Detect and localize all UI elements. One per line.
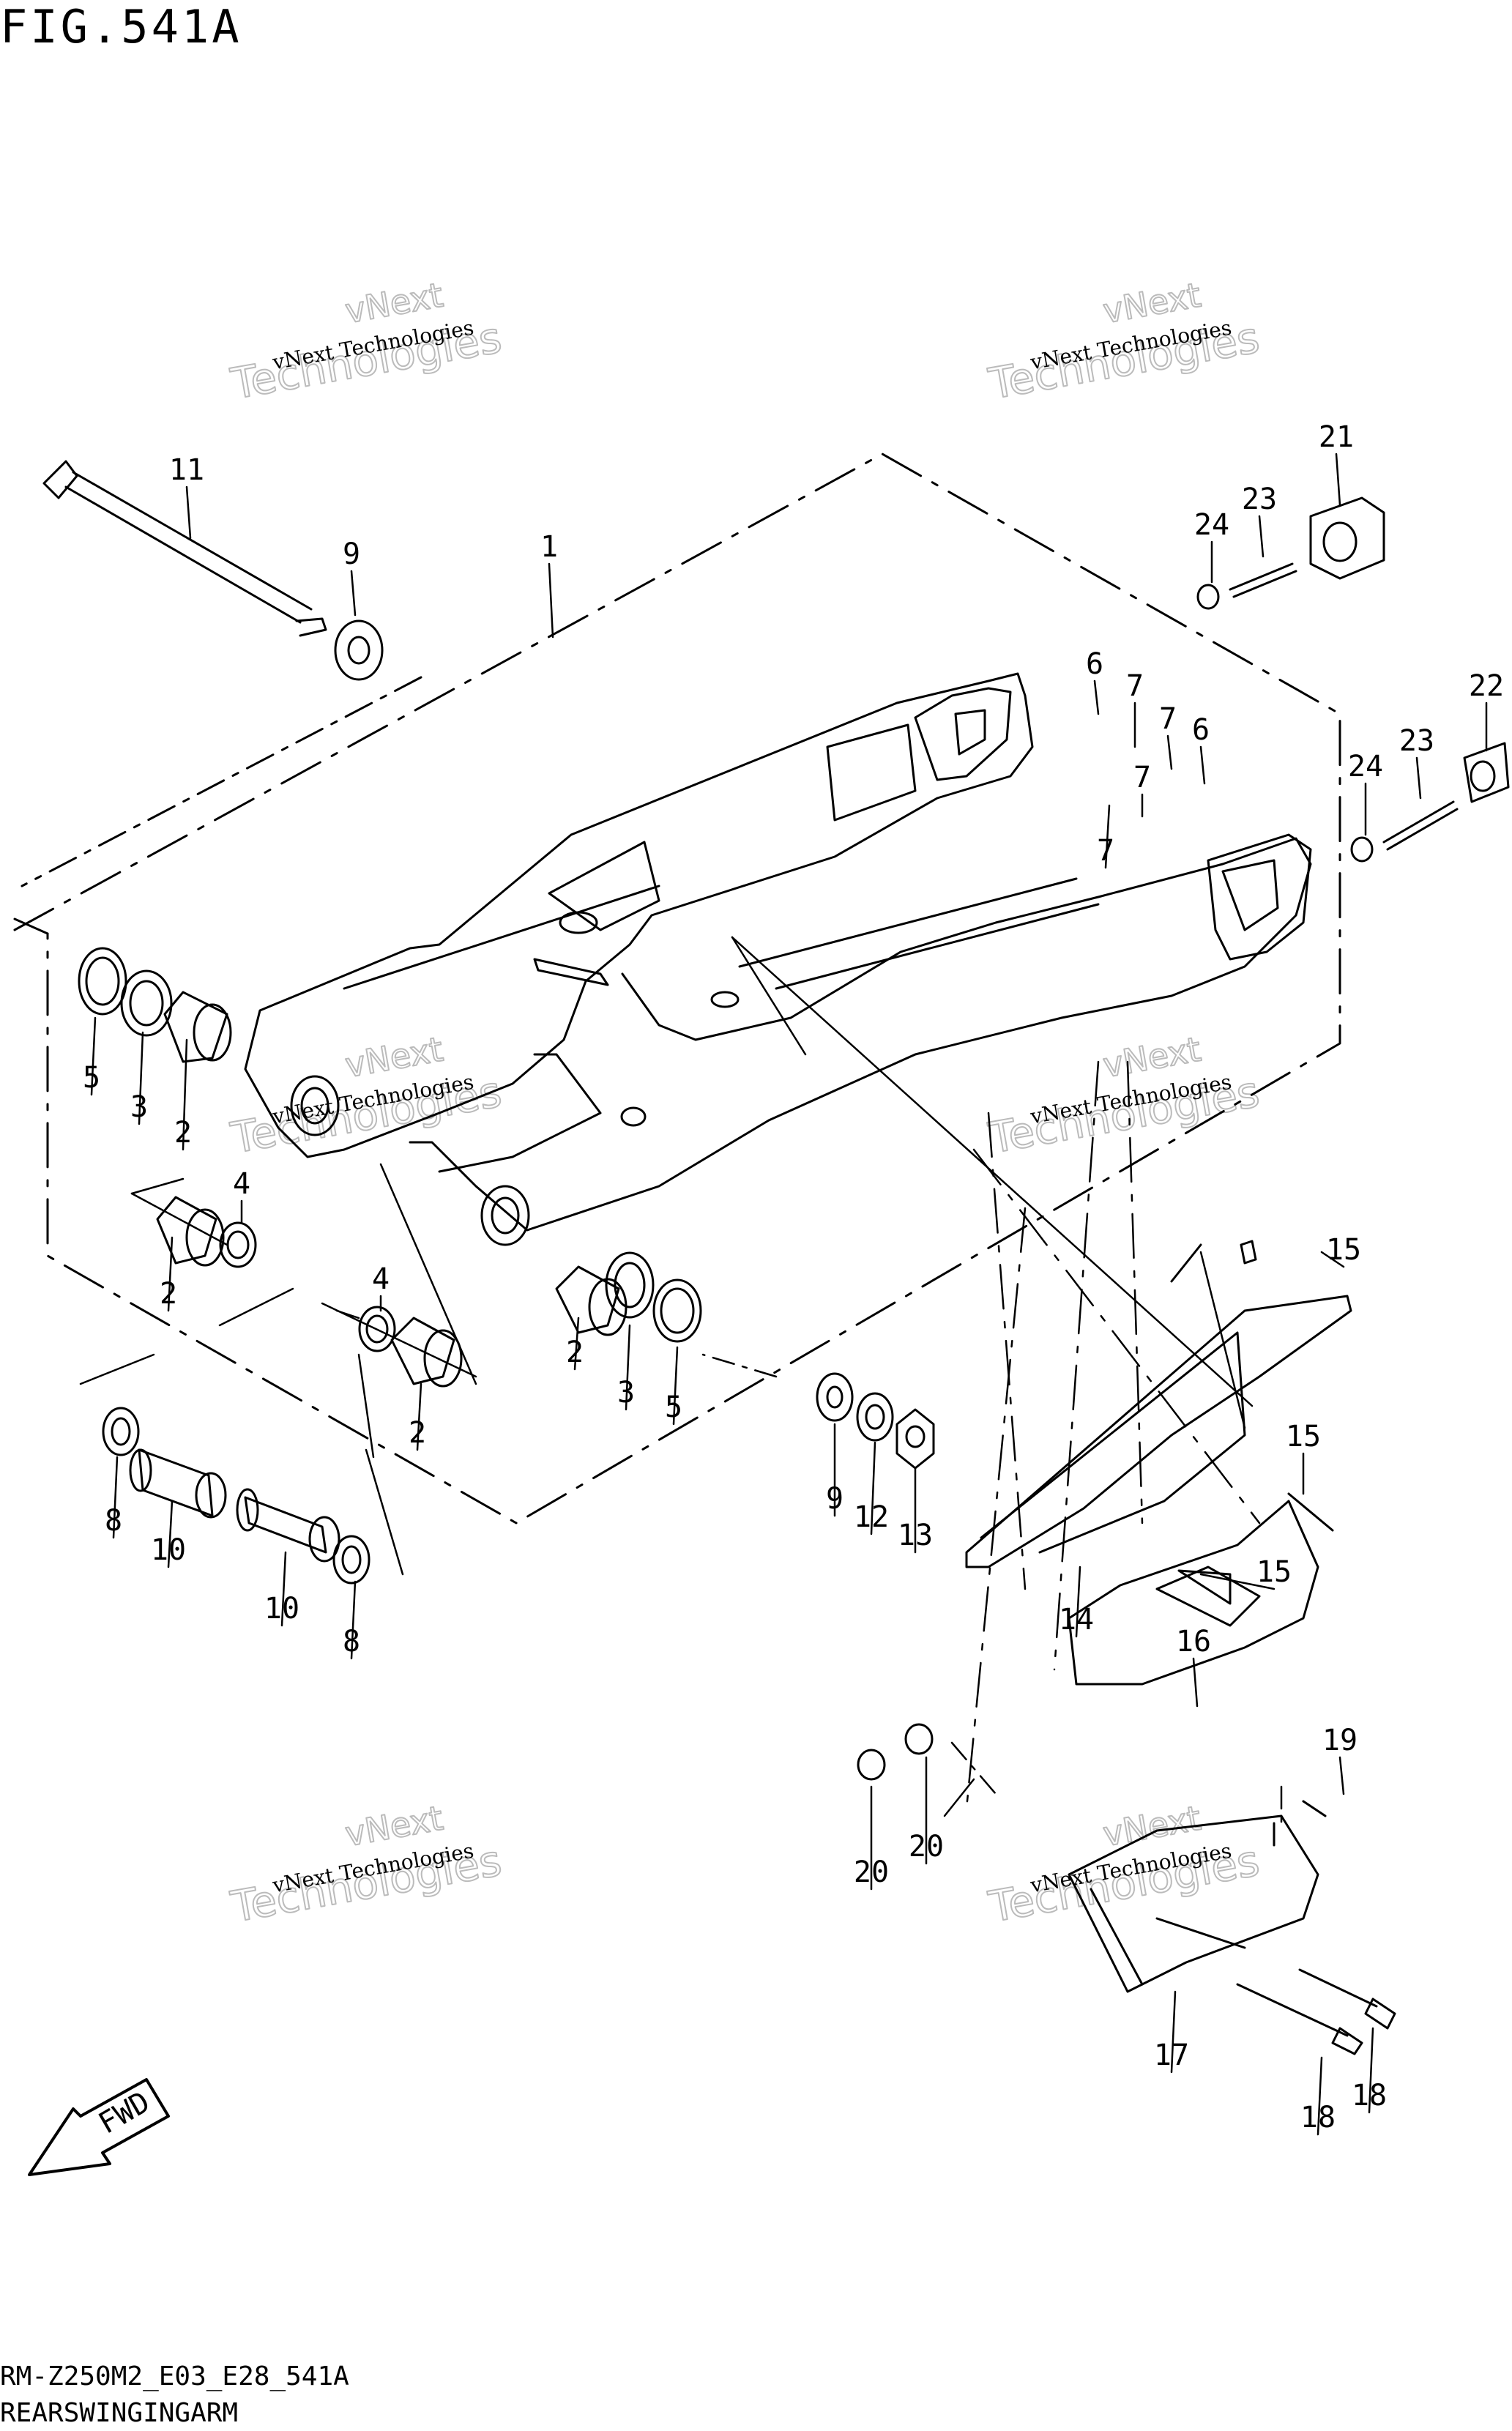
callout-number: 8 (343, 1625, 360, 1658)
callout-leader (1415, 756, 1422, 800)
callout-leader (573, 1317, 580, 1371)
callout-number: 6 (1086, 647, 1103, 681)
callout-leader (1075, 1566, 1081, 1638)
callout-number: 15 (1286, 1420, 1321, 1453)
callout-leader (1166, 734, 1173, 770)
callout-number: 6 (1192, 713, 1210, 747)
callout-leader (280, 1551, 287, 1627)
callout-number: 18 (1300, 2101, 1336, 2134)
callout-number: 2 (409, 1416, 426, 1450)
model-code: RM-Z250M2_E03_E28_541A (0, 2361, 349, 2391)
callout-number: 7 (1097, 834, 1114, 868)
callout-leader (112, 1456, 119, 1539)
callout-leader (138, 1031, 144, 1125)
callout-number: 1 (540, 530, 558, 564)
callout-number: 20 (909, 1830, 944, 1864)
callout-leader (1335, 453, 1341, 507)
callout-leader (1093, 680, 1100, 715)
callout-leader (350, 570, 357, 617)
callout-leader (1192, 1657, 1199, 1708)
leader-lines (79, 936, 1283, 1825)
callout-number: 9 (343, 537, 360, 571)
callout-number: 18 (1352, 2079, 1387, 2112)
chain-adjusters (1229, 496, 1510, 851)
callout-number: 13 (898, 1519, 933, 1552)
callout-number: 9 (826, 1482, 843, 1516)
callout-number: 2 (160, 1277, 177, 1311)
swingarm (244, 672, 1312, 1246)
callout-leader (1258, 515, 1265, 558)
callout-leader (1199, 1573, 1275, 1590)
callout-number: 24 (1348, 750, 1383, 783)
callout-number: 15 (1326, 1233, 1361, 1267)
callout-number: 7 (1133, 761, 1151, 794)
callout-leader (672, 1346, 679, 1426)
callout-leader (1199, 745, 1206, 785)
callout-leader (1104, 804, 1111, 869)
callout-leader (167, 1500, 174, 1568)
callout-number: 8 (105, 1504, 122, 1538)
callout-number: 23 (1242, 483, 1277, 516)
callout-leader (185, 485, 192, 540)
callout-leader (548, 562, 554, 639)
callout-number: 5 (665, 1391, 682, 1424)
callout-leader (416, 1382, 422, 1451)
callout-leader (350, 1580, 357, 1660)
callout-leader (182, 1038, 188, 1151)
callout-leader (1368, 2027, 1374, 2114)
callout-group: 1222233445566777788991010111213141515151… (83, 420, 1504, 2136)
callout-number: 23 (1399, 724, 1434, 758)
callout-number: 14 (1059, 1603, 1094, 1637)
callout-number: 15 (1256, 1555, 1292, 1589)
callout-number: 19 (1322, 1724, 1358, 1757)
fwd-arrow: FWD (28, 2078, 170, 2176)
callout-number: 17 (1154, 2039, 1189, 2072)
callout-number: 4 (372, 1262, 390, 1296)
callout-number: 5 (83, 1061, 100, 1095)
figure-title: FIG.541A (0, 0, 242, 53)
callout-leader (1317, 2056, 1323, 2136)
callout-leader (870, 1441, 876, 1535)
callout-number: 21 (1319, 420, 1354, 454)
callout-number: 2 (174, 1116, 192, 1150)
needle-bearings (156, 991, 627, 1388)
chain-guide (965, 1240, 1396, 2055)
callout-number: 22 (1469, 669, 1504, 703)
callout-number: 20 (854, 1855, 889, 1889)
callout-number: 12 (854, 1500, 889, 1534)
callout-leader (167, 1236, 174, 1312)
washers-seals (78, 584, 1374, 1781)
callout-number: 7 (1159, 702, 1177, 736)
assembly-boundary (13, 453, 1341, 1525)
callout-leader (90, 1016, 97, 1096)
callout-number: 24 (1194, 508, 1229, 542)
callout-leader (625, 1324, 631, 1411)
callout-number: 10 (151, 1533, 186, 1567)
callout-number: 7 (1126, 669, 1144, 703)
callout-number: 16 (1176, 1625, 1211, 1658)
callout-number: 11 (169, 453, 204, 487)
callout-number: 10 (264, 1592, 299, 1626)
nut (895, 1408, 935, 1470)
callout-number: 2 (566, 1336, 584, 1369)
callout-leader (1170, 1990, 1177, 2074)
callout-number: 4 (233, 1167, 250, 1201)
callout-leader (1338, 1756, 1345, 1795)
figure-caption: REARSWINGINGARM (0, 2398, 239, 2428)
fwd-label: FWD (93, 2085, 156, 2141)
callout-number: 3 (130, 1090, 148, 1124)
collars (129, 1448, 340, 1563)
callout-number: 3 (617, 1376, 635, 1410)
pivot-bolt (42, 460, 327, 637)
callout-leader (1320, 1251, 1345, 1268)
